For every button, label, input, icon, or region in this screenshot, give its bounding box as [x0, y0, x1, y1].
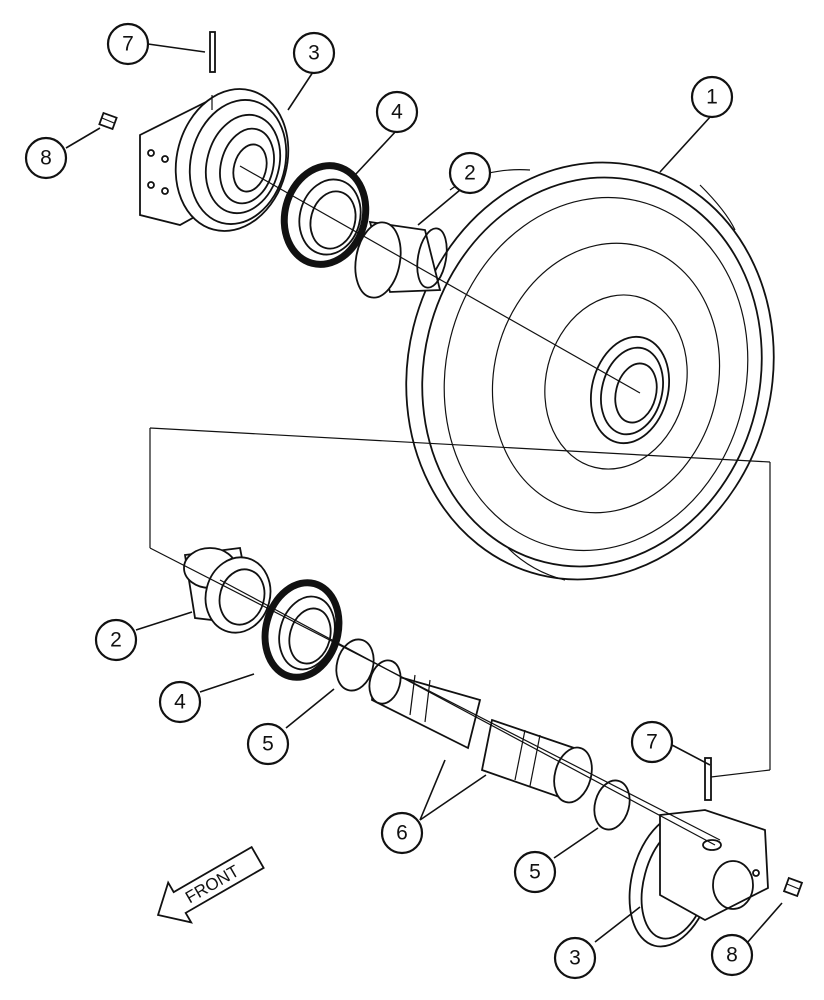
callout-8-top: 8	[24, 136, 68, 180]
callout-label: 8	[40, 147, 52, 170]
callout-5-left: 5	[246, 722, 290, 766]
callout-label: 3	[569, 947, 581, 970]
callout-4-bottom: 4	[158, 680, 202, 724]
callout-3-bottom: 3	[553, 936, 597, 980]
idler-wheel	[405, 161, 775, 581]
bearing-housing-top	[139, 88, 290, 232]
callout-1: 1	[690, 75, 734, 119]
roll-pin-bottom	[704, 757, 712, 801]
callout-2-bottom: 2	[94, 618, 138, 662]
callout-3-top: 3	[292, 31, 336, 75]
seal-bottom	[261, 579, 343, 681]
callout-7-top: 7	[106, 22, 150, 66]
o-ring-left	[335, 638, 375, 692]
callout-label: 2	[464, 162, 476, 185]
roll-pin-top	[209, 31, 216, 73]
callout-label: 3	[308, 42, 320, 65]
assembly-centerlines	[149, 165, 771, 846]
callout-label: 4	[391, 101, 403, 124]
callout-label: 7	[122, 33, 134, 56]
bushing-top	[354, 220, 448, 299]
callout-label: 8	[726, 944, 738, 967]
callout-label: 7	[646, 731, 658, 754]
callout-2-top: 2	[448, 151, 492, 195]
front-direction-arrow: FRONT	[156, 845, 265, 924]
callout-label: 1	[706, 86, 718, 109]
shaft-right	[480, 718, 593, 804]
callout-label: 4	[174, 691, 186, 714]
grease-fitting-bottom	[782, 876, 804, 898]
callout-label: 5	[262, 733, 274, 756]
callout-label: 6	[396, 822, 408, 845]
o-ring-right	[593, 779, 631, 831]
callout-5-right: 5	[513, 850, 557, 894]
bearing-housing-bottom	[628, 809, 769, 948]
callout-8-bottom: 8	[710, 933, 754, 977]
shaft-left	[368, 659, 482, 750]
callout-6: 6	[380, 811, 424, 855]
callout-4-top: 4	[375, 90, 419, 134]
grease-fitting-top	[98, 111, 118, 131]
callout-label: 5	[529, 861, 541, 884]
callout-label: 2	[110, 629, 122, 652]
seal-top	[280, 162, 370, 268]
callout-7-bottom: 7	[630, 720, 674, 764]
leader-lines	[65, 43, 783, 944]
